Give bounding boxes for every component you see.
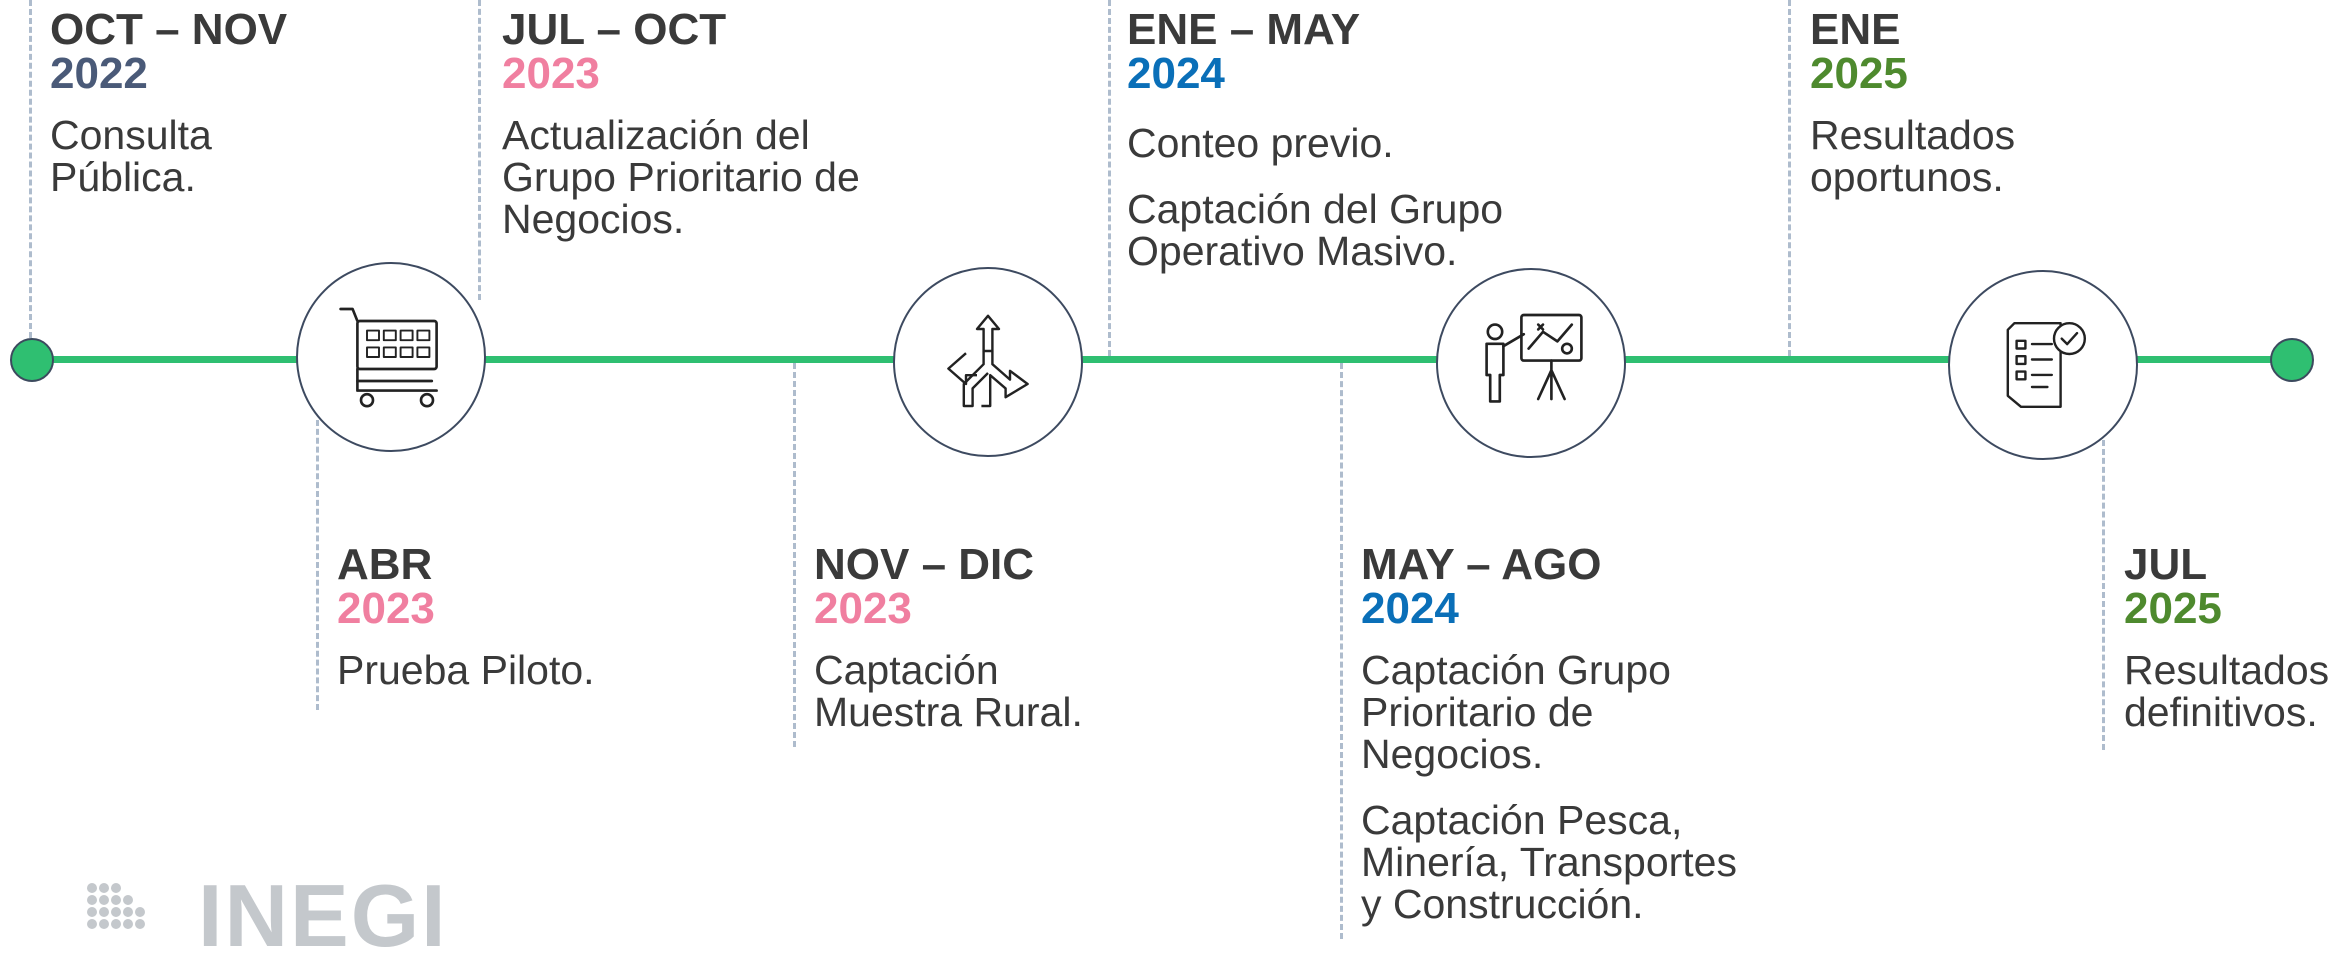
- milestone-circle: [893, 267, 1083, 457]
- event-description: Resultados definitivos.: [2124, 647, 2330, 735]
- timeline-event: JUL 2025 Resultados definitivos.: [2124, 540, 2330, 735]
- milestone-circle: [1436, 268, 1626, 458]
- event-description: Consulta Pública.: [50, 112, 212, 200]
- event-description: Captación Muestra Rural.: [814, 647, 1083, 735]
- presenter-board-icon: [1485, 313, 1583, 403]
- event-year: 2024: [1127, 49, 1225, 98]
- connector-line: [1340, 363, 1343, 939]
- timeline-event: ENE – MAY 2024 Conteo previo. Captación …: [1127, 5, 1504, 274]
- connector-line: [2102, 440, 2105, 750]
- timeline-event: ENE 2025 Resultados oportunos.: [1810, 5, 2016, 200]
- shopping-cart-icon: [339, 307, 438, 408]
- event-year: 2023: [502, 49, 600, 98]
- event-months: NOV – DIC: [814, 540, 1035, 589]
- event-description: Captación Grupo Prioritario de Negocios.: [1361, 647, 1671, 777]
- event-description: Captación del Grupo Operativo Masivo.: [1127, 186, 1504, 274]
- event-months: ENE: [1810, 5, 1901, 54]
- event-year: 2022: [50, 49, 148, 98]
- event-months: MAY – AGO: [1361, 540, 1602, 589]
- timeline-start-dot: [10, 338, 54, 382]
- event-months: OCT – NOV: [50, 5, 288, 54]
- timeline-end-dot: [2270, 338, 2314, 382]
- inegi-dots-mark: [87, 883, 145, 929]
- event-year: 2024: [1361, 584, 1459, 633]
- event-months: JUL: [2124, 540, 2208, 589]
- event-months: JUL – OCT: [502, 5, 727, 54]
- connector-line: [29, 0, 32, 338]
- event-description: Resultados oportunos.: [1810, 112, 2016, 200]
- inegi-logo-text: INEGI: [198, 866, 448, 965]
- split-arrows-icon: [947, 314, 1029, 408]
- event-months: ENE – MAY: [1127, 5, 1361, 54]
- event-year: 2025: [1810, 49, 1908, 98]
- event-description: Actualización del Grupo Prioritario de N…: [502, 112, 860, 242]
- event-months: ABR: [337, 540, 433, 589]
- event-description: Prueba Piloto.: [337, 647, 595, 693]
- timeline-diagram: OCT – NOV 2022 Consulta Pública. JUL – O…: [10, 0, 2330, 960]
- connector-line: [1108, 0, 1111, 356]
- timeline-event: MAY – AGO 2024 Captación Grupo Prioritar…: [1361, 540, 1737, 927]
- timeline-event: JUL – OCT 2023 Actualización del Grupo P…: [502, 5, 860, 242]
- event-description: Captación Pesca, Minería, Transportes y …: [1361, 797, 1737, 927]
- connector-line: [793, 363, 796, 747]
- connector-line: [478, 0, 481, 300]
- timeline-event: NOV – DIC 2023 Captación Muestra Rural.: [814, 540, 1083, 735]
- milestone-circle: [1948, 270, 2138, 460]
- event-year: 2025: [2124, 584, 2222, 633]
- event-year: 2023: [337, 584, 435, 633]
- checklist-document-icon: [2006, 321, 2087, 409]
- event-description: Conteo previo.: [1127, 120, 1394, 166]
- timeline-event: ABR 2023 Prueba Piloto.: [337, 540, 595, 693]
- connector-line: [1788, 0, 1791, 356]
- timeline-axis: [30, 356, 2296, 363]
- timeline-event: OCT – NOV 2022 Consulta Pública.: [50, 5, 288, 200]
- connector-line: [316, 420, 319, 710]
- milestone-circle: [296, 262, 486, 452]
- event-year: 2023: [814, 584, 912, 633]
